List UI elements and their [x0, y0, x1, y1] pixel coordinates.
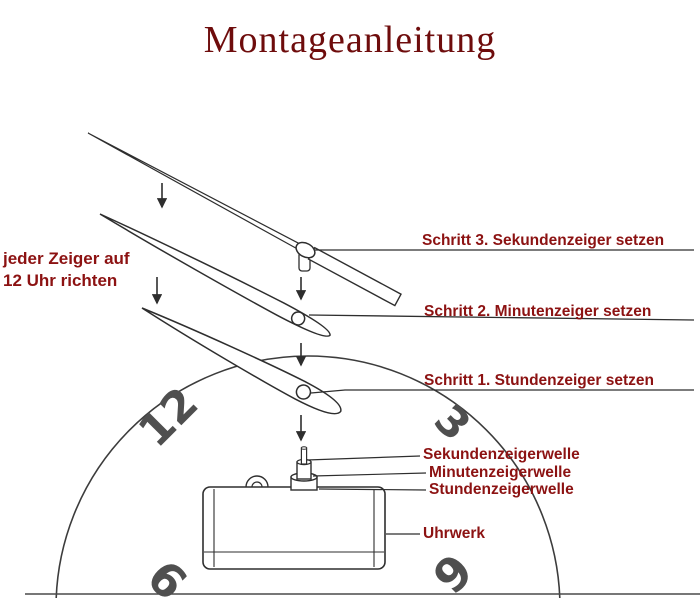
clock-face-circle [55, 355, 561, 598]
leader-second-well [306, 455, 421, 461]
align-note-line2: 12 Uhr richten [3, 271, 118, 291]
second-well-label: Sekundenzeigerwelle [423, 446, 580, 463]
minute-hand [99, 213, 331, 337]
hour-well-label: Stundenzeigerwelle [429, 481, 574, 498]
leader-hour-well [318, 488, 427, 491]
second-hand-counterweight [307, 246, 402, 307]
assembly-arrows [151, 183, 307, 442]
leader-minute-well [312, 472, 427, 477]
second-hand-hub [295, 241, 316, 259]
step3-label: Schritt 3. Sekundenzeiger setzen [422, 232, 665, 249]
leader-step1 [310, 389, 694, 394]
part-leader-lines [306, 455, 427, 535]
minute-well-label: Minutenzeigerwelle [429, 464, 572, 481]
step1-label: Schritt 1. Stundenzeiger setzen [424, 372, 654, 389]
step-leader-lines [308, 249, 695, 394]
align-note-line1: jeder Zeiger auf [3, 249, 130, 268]
movement-label: Uhrwerk [423, 525, 486, 542]
hour-hand [141, 307, 342, 415]
align-note: jeder Zeiger auf 12 Uhr richten [3, 248, 173, 292]
page-title: Montageanleitung [203, 19, 497, 61]
shaft-assembly [290, 446, 318, 491]
hour-hand-hole [295, 384, 312, 400]
minute-hand-hole [290, 311, 306, 326]
second-hand [87, 132, 402, 307]
leader-step2 [308, 314, 695, 321]
second-shaft-pin [300, 447, 308, 465]
movement-housing [202, 486, 386, 570]
hanger-loop-inner [251, 481, 263, 488]
step2-label: Schritt 2. Minutenzeiger setzen [424, 303, 652, 320]
